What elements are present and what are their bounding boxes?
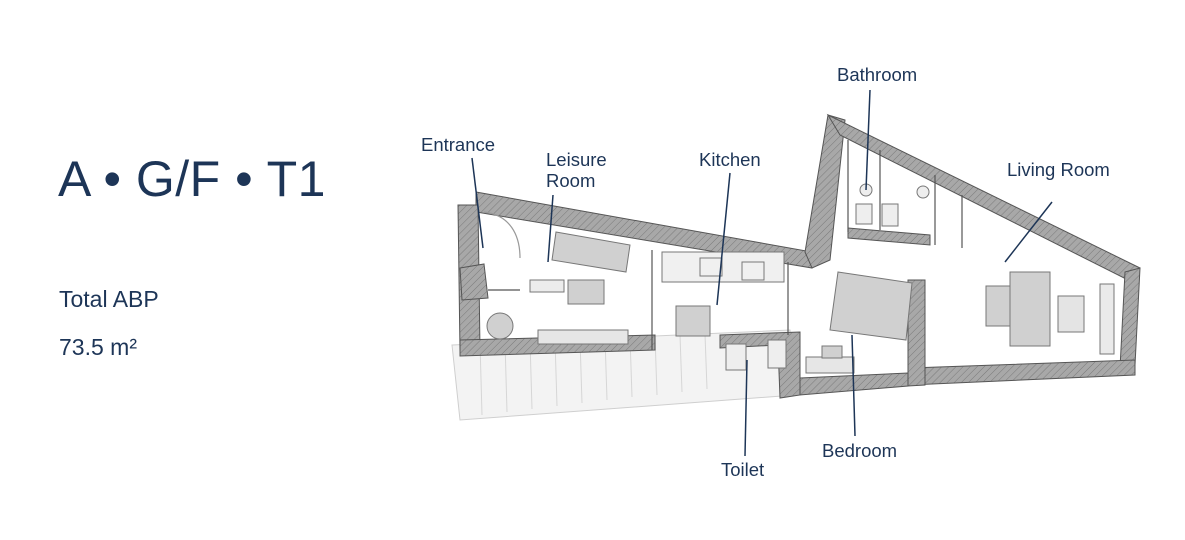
- room-label-leisure-line1: Leisure: [546, 149, 607, 170]
- leader-lines: [471, 89, 1053, 457]
- room-label-kitchen: Kitchen: [699, 149, 761, 170]
- room-label-living-room: Living Room: [1007, 159, 1110, 180]
- furniture: [486, 183, 1115, 374]
- room-label-bedroom: Bedroom: [822, 440, 897, 461]
- room-label-bathroom: Bathroom: [837, 64, 917, 85]
- room-label-toilet: Toilet: [721, 459, 764, 480]
- total-abp-label: Total ABP: [59, 286, 159, 312]
- outer-walls: [457, 113, 1141, 399]
- unit-title: A • G/F • T1: [58, 151, 326, 207]
- room-label-entrance: Entrance: [421, 134, 495, 155]
- total-abp-value: 73.5 m²: [59, 334, 137, 360]
- room-label-leisure-line2: Room: [546, 170, 595, 191]
- interior-partitions: [483, 140, 963, 350]
